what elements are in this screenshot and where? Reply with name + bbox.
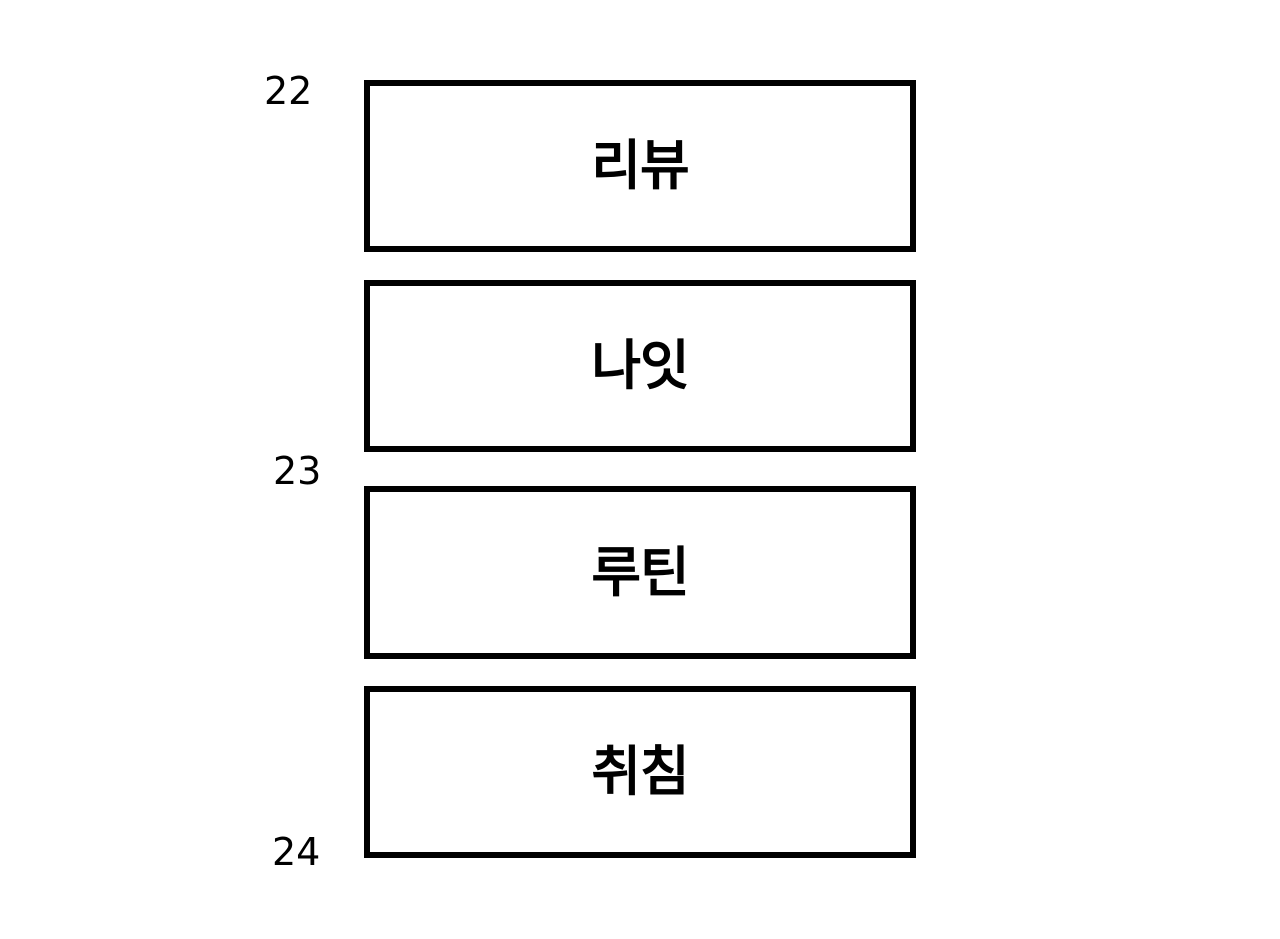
box-label: 취침 [591,740,689,803]
reference-number: 23 [273,449,322,493]
reference-number: 22 [264,69,313,113]
box-review: 리뷰 [364,80,916,252]
box-routine: 루틴 [364,486,916,659]
box-label: 리뷰 [591,134,689,197]
box-label: 루틴 [591,540,689,604]
box-label: 나잇 [591,334,689,397]
box-sleep: 취침 [364,686,916,858]
reference-number: 24 [272,830,321,874]
box-night: 나잇 [364,280,916,452]
